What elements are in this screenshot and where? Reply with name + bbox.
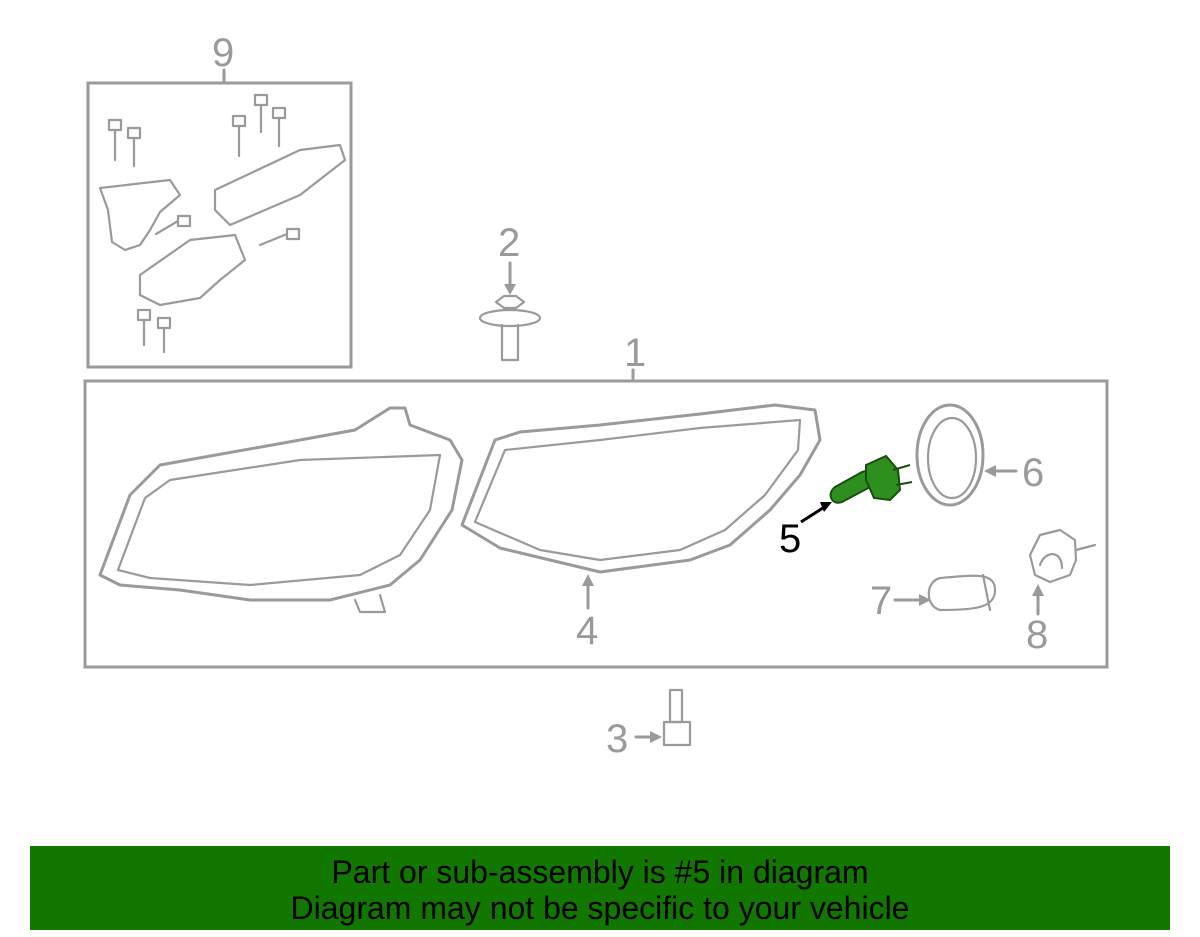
part-4-lens[interactable] xyxy=(460,403,822,610)
callout-5: 5 xyxy=(779,517,801,561)
callout-2: 2 xyxy=(498,221,520,265)
part-1-box xyxy=(83,379,1109,669)
part-2-bolt[interactable] xyxy=(478,261,542,362)
part-3-screw[interactable] xyxy=(634,688,692,747)
part-5-bulb[interactable] xyxy=(800,454,913,524)
part-9-mounting-kit[interactable] xyxy=(86,68,353,369)
part-8-socket[interactable] xyxy=(1028,528,1097,616)
callout-1: 1 xyxy=(624,331,646,375)
callout-3: 3 xyxy=(606,717,628,761)
banner-line-2: Diagram may not be specific to your vehi… xyxy=(290,890,910,926)
callout-4: 4 xyxy=(576,609,598,653)
banner-line-1: Part or sub-assembly is #5 in diagram xyxy=(331,854,869,890)
part-9-box xyxy=(86,81,353,369)
part-6-seal[interactable] xyxy=(915,403,1018,507)
callout-9: 9 xyxy=(212,31,234,75)
callout-7: 7 xyxy=(870,579,892,623)
part-7-bulb[interactable] xyxy=(893,573,997,612)
part-1-headlamp-assembly[interactable] xyxy=(83,368,1109,669)
callout-6: 6 xyxy=(1022,451,1044,495)
info-banner: Part or sub-assembly is #5 in diagram Di… xyxy=(30,846,1170,930)
callout-8: 8 xyxy=(1026,613,1048,657)
headlamp-housing xyxy=(98,406,464,614)
